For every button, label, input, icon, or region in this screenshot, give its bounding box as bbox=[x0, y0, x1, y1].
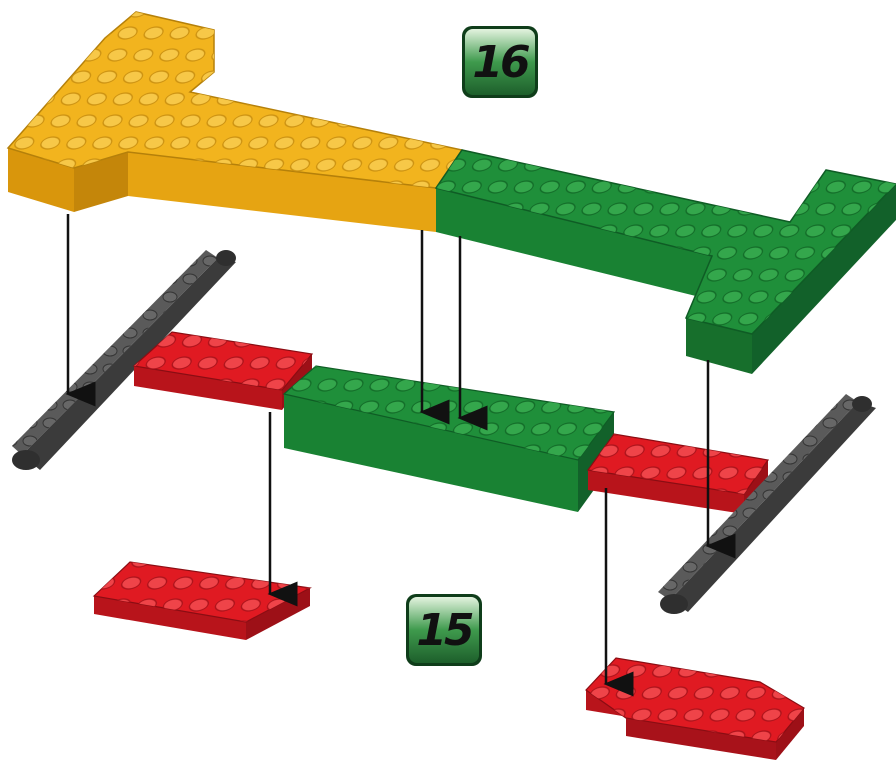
yellow-t-plate bbox=[8, 12, 462, 232]
red-plate-stack-left bbox=[94, 562, 310, 640]
step-number-16: 16 bbox=[472, 37, 530, 88]
red-plate-stack-right bbox=[586, 658, 804, 760]
green-brick bbox=[284, 366, 614, 512]
step-number-15: 15 bbox=[416, 605, 473, 656]
step-badge-15: 15 bbox=[406, 594, 482, 666]
red-plate-right bbox=[588, 434, 768, 514]
green-l-plate bbox=[436, 150, 896, 374]
step-badge-16: 16 bbox=[462, 26, 538, 98]
